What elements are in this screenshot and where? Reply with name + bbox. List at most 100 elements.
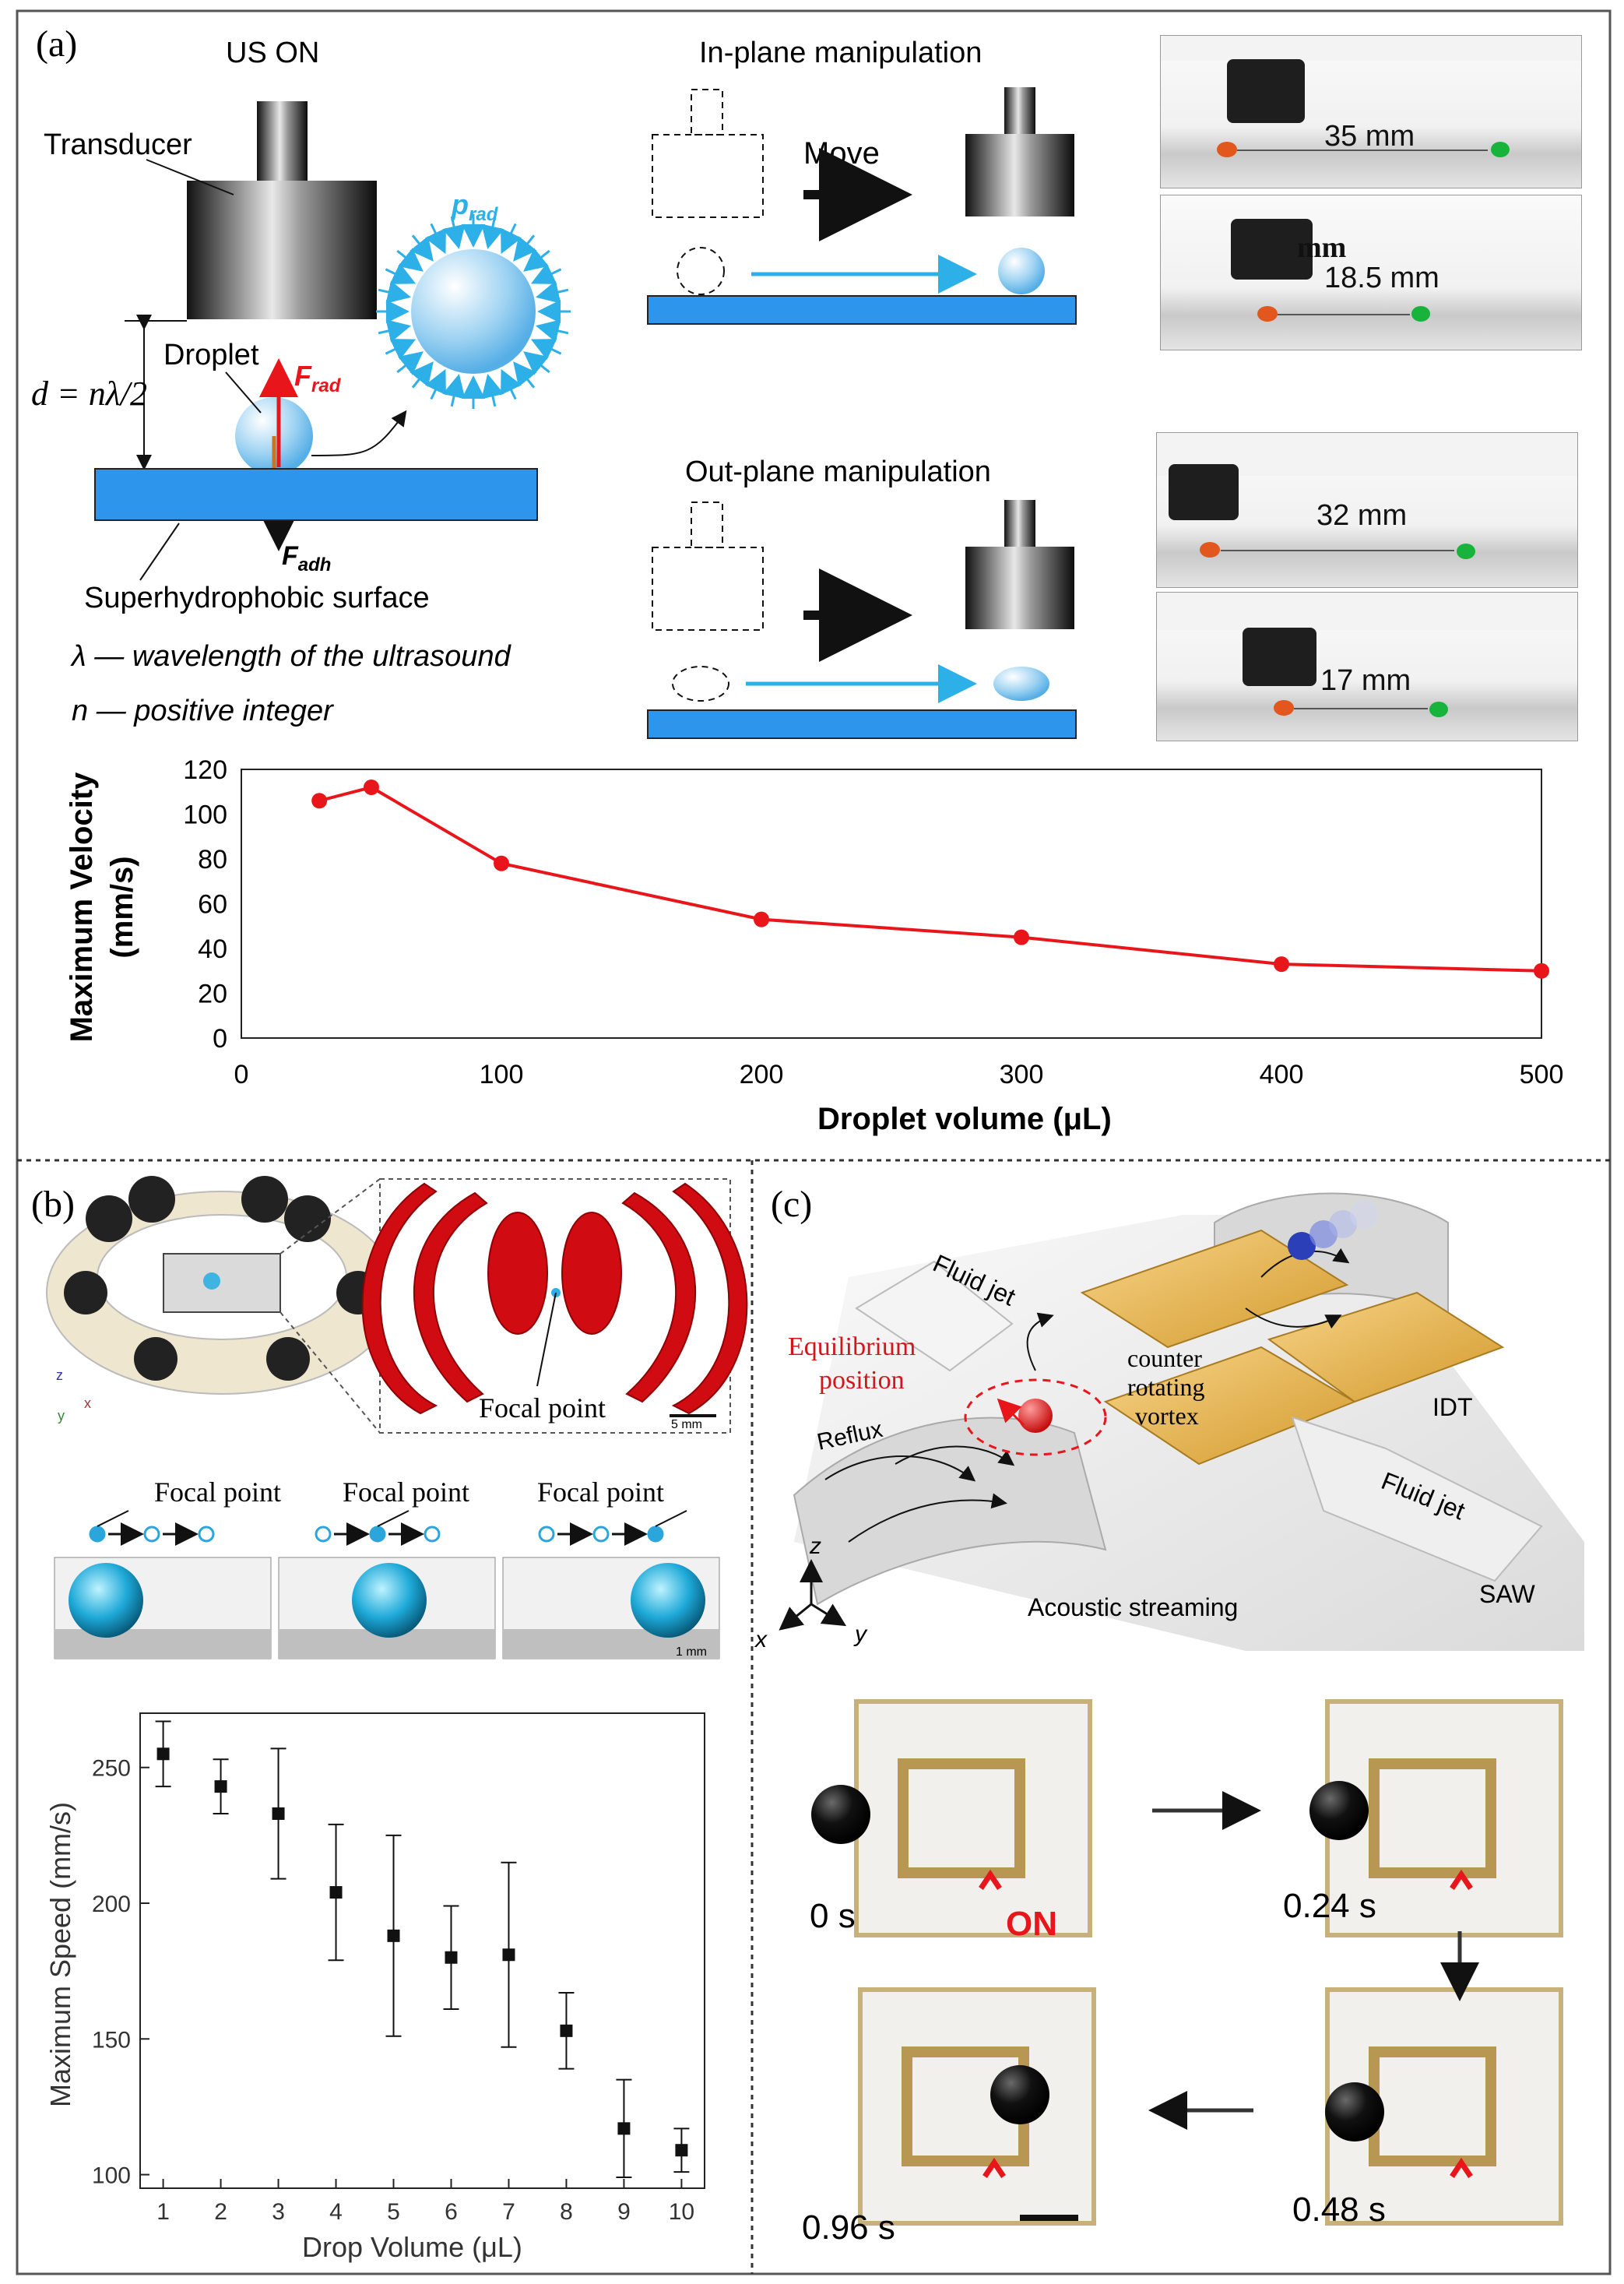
droplet-flat-end-icon — [993, 667, 1049, 701]
figure-frame — [16, 9, 1612, 2275]
speed-point — [560, 2024, 573, 2037]
transducer-leader — [146, 159, 234, 195]
radiation-pressure-sphere-icon — [376, 214, 571, 409]
speed-point — [329, 1886, 343, 1899]
prad-spike — [385, 262, 417, 284]
focal-point-leader — [536, 1292, 557, 1387]
velocity-point — [1534, 963, 1549, 979]
ring-axis-x: x — [84, 1395, 91, 1411]
speed-chart-xlabel: Drop Volume (μL) — [302, 2231, 522, 2263]
surface-label: Superhydrophobic surface — [84, 582, 430, 614]
panel-label-a: (a) — [36, 23, 77, 65]
axis-triad-icon — [779, 1559, 847, 1631]
speed-y-tick-label: 150 — [92, 2027, 131, 2053]
speed-point — [387, 1929, 400, 1942]
frame-idt-electrode — [1369, 1758, 1496, 1878]
zoom-arrow — [311, 410, 407, 456]
in-plane-surface — [647, 295, 1077, 325]
velocity-point — [754, 911, 769, 927]
saw-label: SAW — [1479, 1580, 1536, 1608]
speed-x-tick-label: 9 — [617, 2199, 631, 2225]
speed-y-tick-label: 200 — [92, 1892, 131, 1917]
axis-y-label: y — [853, 1621, 868, 1647]
d-formula: d = nλ/2 — [31, 375, 147, 413]
photo-inplane-1: 35 mm — [1160, 35, 1582, 188]
photo-outplane-1: 32 mm — [1156, 432, 1578, 588]
droplet-start-icon — [677, 247, 725, 295]
focal-leader — [655, 1510, 687, 1527]
photo-inplane-2: mm 18.5 mm — [1160, 195, 1582, 350]
velocity-point — [1274, 956, 1289, 973]
focal-dot-filled — [647, 1526, 664, 1543]
surface-leader — [139, 523, 180, 581]
prad-spike — [501, 368, 522, 400]
velocity-chart-ylabel: Maximum Velocity(mm/s) — [65, 772, 139, 1043]
transducer-moved-icon — [965, 87, 1074, 216]
speed-y-tick-label: 100 — [92, 2163, 131, 2189]
prad-spike — [442, 373, 466, 407]
prad-spike — [481, 373, 504, 407]
speed-point — [156, 1747, 170, 1761]
speed-point — [272, 1807, 285, 1820]
focal-leader — [377, 1510, 410, 1527]
frad-label: Frad — [294, 360, 342, 396]
photo-label-18-5mm: 18.5 mm — [1324, 262, 1439, 294]
velocity-x-tick-label: 500 — [1520, 1060, 1564, 1089]
on-label: ON — [1006, 1905, 1057, 1943]
focal-point-label: Focal point — [154, 1476, 281, 1508]
photo-label-35mm: 35 mm — [1324, 120, 1415, 153]
prad-spike — [378, 319, 412, 343]
photo-label-17mm: 17 mm — [1320, 664, 1411, 697]
prad-spike — [378, 280, 412, 304]
speed-chart-frame — [139, 1712, 705, 2189]
velocity-point — [1014, 929, 1029, 945]
speed-point — [502, 1948, 515, 1962]
velocity-chart-frame — [241, 769, 1542, 1039]
frame-ball — [1325, 2082, 1384, 2141]
prad-label: prad — [451, 188, 499, 225]
zoom-leader-bottom — [279, 1311, 381, 1434]
frame-on-marker-icon — [979, 1869, 1002, 1890]
zoom-leader-top — [279, 1178, 381, 1255]
vortex-label-line1: counter — [1127, 1344, 1202, 1372]
velocity-x-tick-label: 0 — [234, 1060, 249, 1089]
velocity-y-tick-label: 0 — [213, 1024, 227, 1054]
frame-ball — [990, 2065, 1049, 2124]
speed-x-tick-label: 5 — [387, 2199, 400, 2225]
n-definition: n — positive integer — [72, 695, 334, 727]
focal-dot-empty — [424, 1526, 441, 1543]
field-scale-label: 5 mm — [671, 1418, 702, 1431]
equilibrium-label-line2: position — [819, 1366, 905, 1395]
prad-spike — [523, 351, 550, 375]
photo-artifact-label: mm — [1297, 231, 1347, 264]
fadh-label: Fadh — [282, 541, 331, 575]
acoustic-streaming-label: Acoustic streaming — [1028, 1593, 1238, 1621]
ring-axis-z: z — [56, 1367, 63, 1383]
frame-on-marker-icon — [1450, 2157, 1473, 2178]
acoustic-field-icon — [361, 1182, 748, 1415]
droplet-flat-start-icon — [672, 666, 729, 702]
speed-point — [675, 2144, 688, 2157]
velocity-y-tick-label: 100 — [183, 801, 227, 830]
prad-spike — [481, 216, 504, 250]
field-focal-point-label: Focal point — [479, 1392, 606, 1424]
speed-x-tick-label: 6 — [445, 2199, 458, 2225]
prad-spike — [424, 368, 446, 400]
equilibrium-label-line1: Equilibrium — [788, 1332, 916, 1361]
transducer-moved-icon-2 — [965, 500, 1074, 629]
focal-dot-empty — [143, 1526, 160, 1543]
field-inset-frame — [379, 1178, 731, 1434]
time-label-3: 0.96 s — [802, 2208, 895, 2247]
speed-x-tick-label: 2 — [214, 2199, 227, 2225]
transducer-label: Transducer — [44, 128, 192, 161]
saw-device-icon — [793, 1192, 1584, 1651]
frame-on-marker-icon — [1450, 1869, 1473, 1890]
velocity-chart-xlabel: Droplet volume (μL) — [817, 1102, 1112, 1136]
speed-y-tick-label: 250 — [92, 1756, 131, 1782]
panel-label-c: (c) — [771, 1184, 812, 1225]
dashed-transducer-icon — [652, 89, 764, 218]
frame-photo — [858, 1987, 1096, 2226]
speed-x-tick-label: 10 — [669, 2199, 694, 2225]
prad-spike — [410, 234, 434, 262]
